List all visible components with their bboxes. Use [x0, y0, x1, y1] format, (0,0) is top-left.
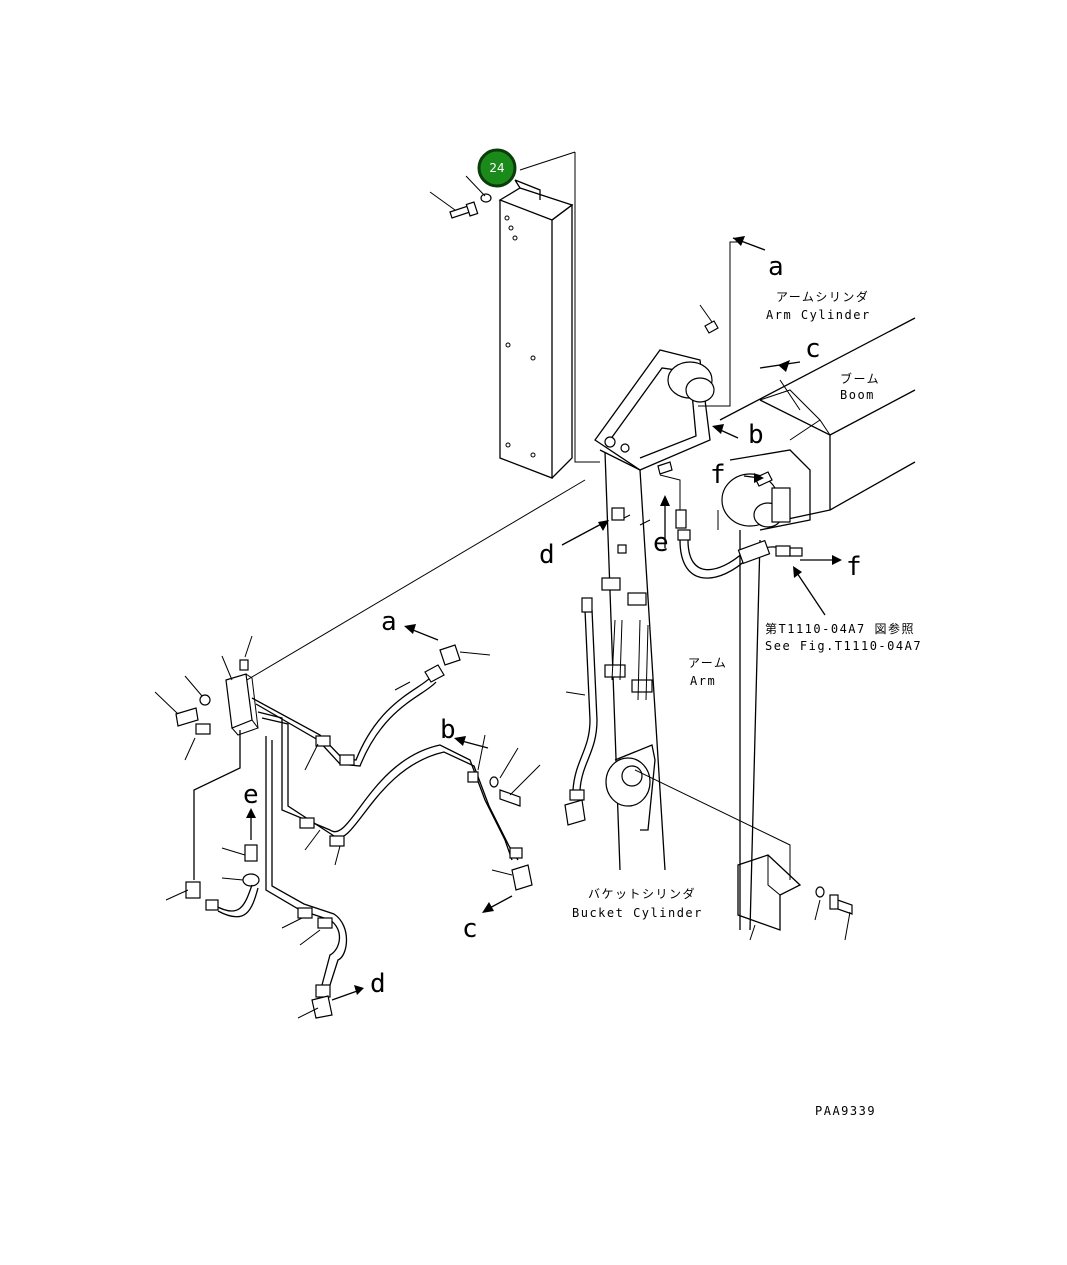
- pipe-to-e: [165, 730, 260, 918]
- label-c-bottom: c: [462, 914, 478, 944]
- callout-badge[interactable]: [477, 148, 517, 188]
- cover-plate: [498, 151, 600, 479]
- bucket-cylinder-hose: [564, 597, 791, 880]
- label-e-bottom: e: [243, 780, 259, 810]
- callout-number: 24: [489, 161, 504, 175]
- caption-see-fig-jp: 第T1110-04A7 図参照: [765, 621, 915, 636]
- pipe-to-b-c: [257, 711, 541, 891]
- drawing-code: PAA9339: [815, 1104, 876, 1118]
- label-d-bottom: d: [370, 969, 386, 999]
- caption-boom-en: Boom: [840, 388, 875, 402]
- arm-structure: [229, 349, 761, 931]
- caption-bucket-cylinder-jp: バケットシリンダ: [588, 886, 696, 901]
- callout-24[interactable]: 24: [477, 148, 517, 188]
- label-f-top: f: [710, 460, 726, 490]
- bottom-bracket: [737, 854, 853, 941]
- label-f-right: f: [846, 552, 862, 582]
- arm-cylinder-fitting: [698, 236, 766, 407]
- caption-bucket-cylinder-en: Bucket Cylinder: [572, 906, 703, 920]
- boom-structure: [719, 317, 916, 531]
- caption-arm-jp: アーム: [688, 656, 727, 670]
- caption-arm-cylinder-jp: アームシリンダ: [776, 289, 869, 304]
- label-e-top: e: [653, 528, 669, 558]
- pipe-to-d: [265, 736, 348, 1019]
- grease-manifold: [154, 635, 259, 761]
- label-b-top: b: [748, 420, 764, 450]
- label-a-top: a: [768, 252, 784, 282]
- caption-arm-en: Arm: [690, 674, 716, 688]
- caption-boom-jp: ブーム: [840, 371, 880, 386]
- arm-cylinder-hose: [657, 461, 803, 579]
- flow-arrows: [246, 360, 842, 1001]
- label-a-bottom: a: [381, 607, 397, 637]
- cover-bolt: [429, 175, 492, 219]
- caption-arm-cylinder-en: Arm Cylinder: [766, 308, 871, 322]
- label-c-top: c: [805, 334, 821, 364]
- caption-see-fig-en: See Fig.T1110-04A7: [765, 639, 922, 653]
- label-b-bottom: b: [440, 715, 456, 745]
- pipe-to-a: [251, 644, 491, 771]
- label-d-top: d: [539, 540, 555, 570]
